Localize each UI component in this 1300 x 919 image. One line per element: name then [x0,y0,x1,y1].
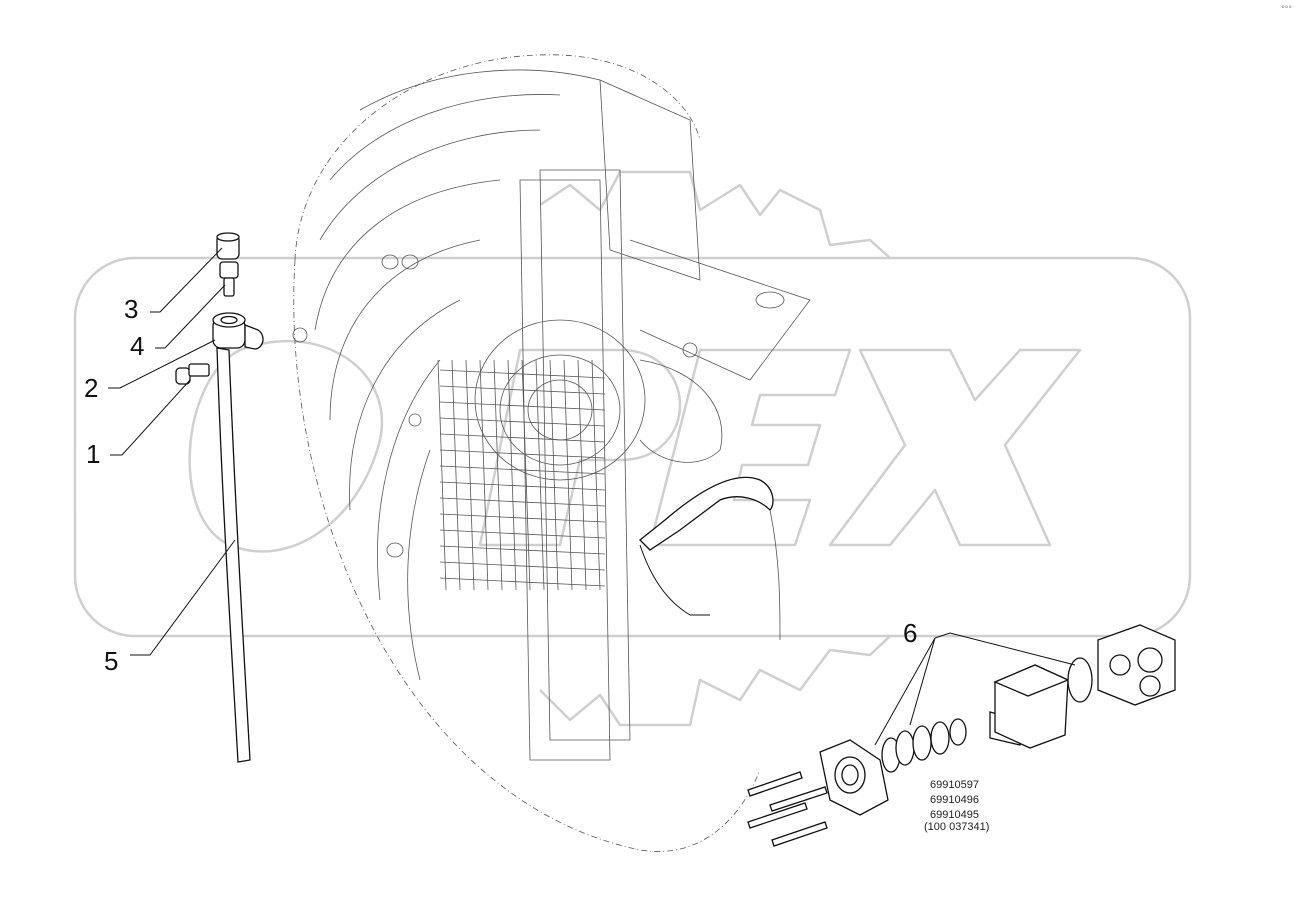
bolts [747,771,828,847]
o-ring-6 [1067,657,1093,703]
part-number-3: 69910495 [930,809,979,821]
o-ring-2 [895,730,915,766]
valve-block [1097,624,1176,706]
o-ring-5 [949,718,967,746]
part-number-4: (100 037341) [924,821,989,833]
watermark-logo [73,170,1192,727]
callout-6-label: 6 [903,618,917,648]
callout-6: 6 [903,618,917,648]
grid-line [439,529,606,539]
grid-line [439,577,606,587]
part-3-cap [216,232,240,260]
grid-line [465,359,475,591]
grid-line [549,359,559,591]
part-5-tube [216,347,251,763]
grid-line [439,433,606,443]
part-number-2: 69910496 [930,794,979,806]
part-2-clamp [212,312,264,350]
grid-line [451,359,461,591]
callout-4: 4 [130,284,226,361]
grid-line [439,481,606,491]
callout-5-label: 5 [104,646,118,676]
callout-3: 3 [124,247,223,324]
grid-line [479,359,489,591]
grid-line [439,513,606,523]
flange [819,739,889,816]
grid-line [493,359,503,591]
o-ring-3 [912,725,932,761]
pump-body [989,664,1070,749]
grid-line [439,545,606,555]
grid-line [439,385,606,395]
part-number-block: 69910597 69910496 69910495 (100 037341) [924,779,989,833]
grid-line [439,561,606,571]
callout-3-label: 3 [124,294,138,324]
grid-line [439,401,606,411]
grid-line [439,449,606,459]
callout-1-label: 1 [86,439,100,469]
grid-line [439,465,606,475]
part-number-1: 69910597 [930,779,979,791]
part-6-pump-assembly [747,624,1176,847]
grid-line [535,359,545,591]
corner-mark: °°° [1281,4,1292,14]
grid-line [521,359,531,591]
grid-line [507,359,517,591]
housing-outline [292,54,811,852]
callout-2-label: 2 [84,373,98,403]
callout-4-label: 4 [130,331,144,361]
part-1-screw [175,363,210,385]
part-4-nipple [219,261,239,297]
grid-line [439,497,606,507]
callout-5: 5 [104,539,236,676]
grid-line [577,359,587,591]
callout-1: 1 [86,379,191,469]
grid-line [563,359,573,591]
filter-grid [437,359,606,591]
grid-line [437,359,447,591]
hose-leader-line [639,544,710,616]
grid-line [591,359,601,591]
o-ring-4 [930,721,950,755]
grid-line [439,369,606,379]
return-hose [639,476,781,641]
callout-2: 2 [84,339,216,403]
grid-line [439,417,606,427]
part-6-leader-lines [874,632,1076,746]
